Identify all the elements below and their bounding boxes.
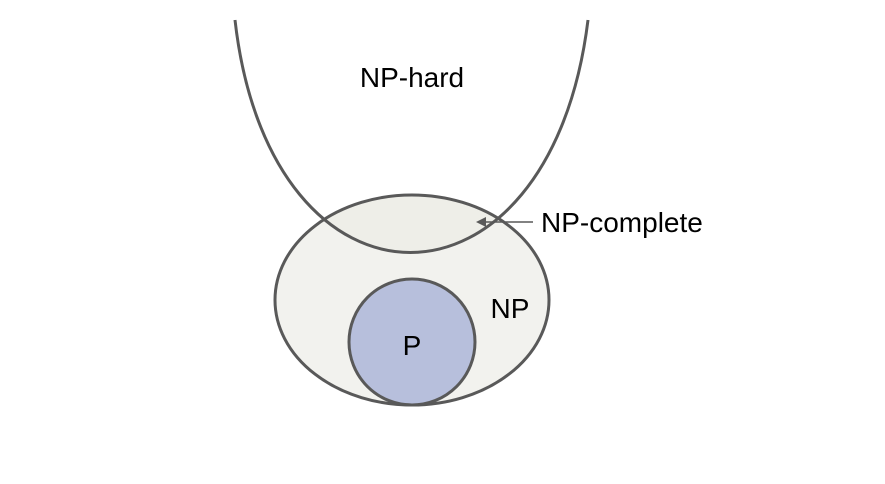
np-label: NP <box>491 293 530 324</box>
np-complete-overlap-region <box>275 195 549 253</box>
np-hard-label: NP-hard <box>360 62 464 93</box>
p-label: P <box>403 330 422 361</box>
p-set-circle <box>349 279 475 405</box>
np-complete-arrowhead <box>476 217 486 227</box>
np-hard-set-curve <box>233 19 590 254</box>
np-complete-label: NP-complete <box>541 207 703 238</box>
p-set-outline <box>347 277 477 407</box>
